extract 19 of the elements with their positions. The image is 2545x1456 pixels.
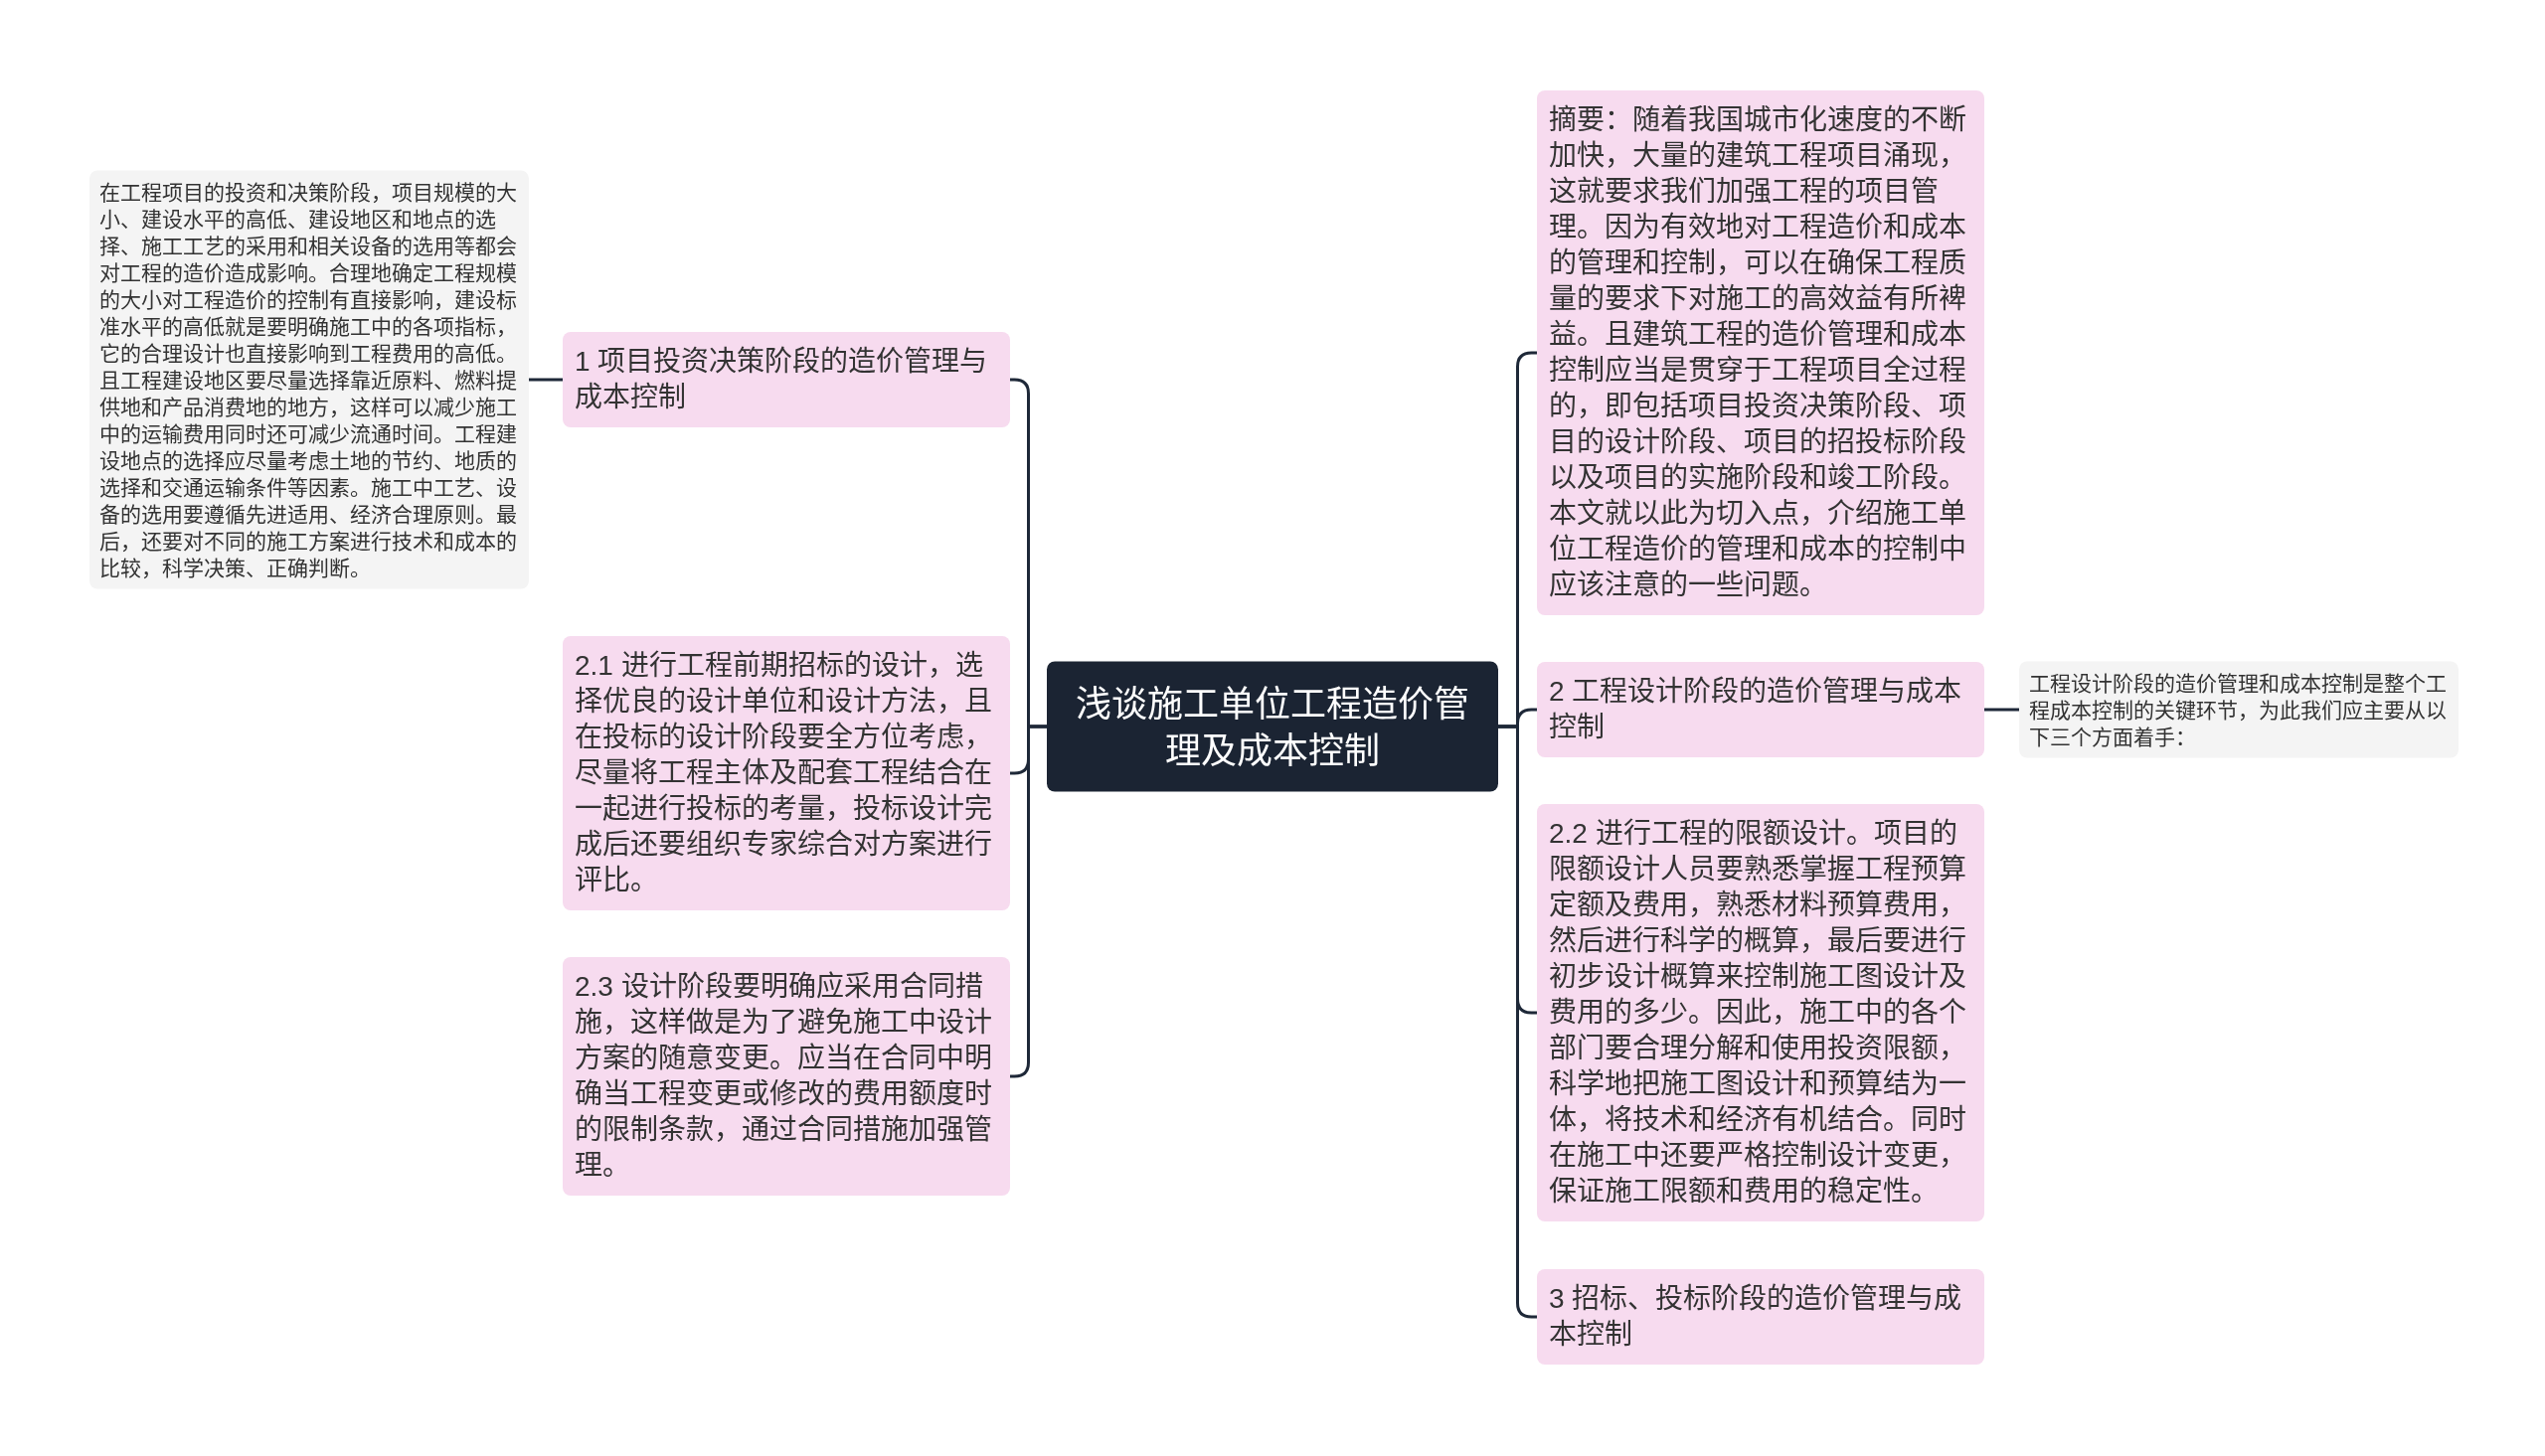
note-text: 在工程项目的投资和决策阶段，项目规模的大小、建设水平的高低、建设地区和地点的选择、施工工艺的采用和相关设备的选用等都会对工程的造价造成影响。合理地确定工程规模的大小对工程造价的控制有直接影响，建设标准水平的高低就是要明确施工中的各项指标，它的合理设计也直接影响到工程费用的高低。且工程建设地区要尽量选择靠近原料、燃料提供地和产品消费地的地方，这样可以减少施工中的运输费用同时还可减少流通时间。工程建设地点的选择应尽量考虑土地的节约、地质的选择和交通运输条件等因素。施工中工艺、设备的选用要遵循先进适用、经济合理原则。最后，还要对不同的施工方案进行技术和成本的比较，科学决策、正确判断。 bbox=[99, 179, 518, 581]
connector-line bbox=[529, 378, 563, 382]
connector-line bbox=[1984, 708, 2019, 712]
topic-text: 3 招标、投标阶段的造价管理与成本控制 bbox=[1549, 1282, 1963, 1352]
topic-text: 2.1 进行工程前期招标的设计，选择优良的设计单位和设计方法，且在投标的设计阶段要全方位考虑，尽量将工程主体及配套工程结合在一起进行投标的考量，投标设计完成后还要组织专家综合对方案进行评比。 bbox=[575, 649, 993, 897]
topic-text: 1 项目投资决策阶段的造价管理与成本控制 bbox=[575, 345, 989, 414]
topic-text: 2.2 进行工程的限额设计。项目的限额设计人员要熟悉掌握工程预算定额及费用，熟悉材料预算费用，然后进行科学的概算，最后要进行初步设计概算来控制施工图设计及费用的多少。因此，施工中的各个部门要合理分解和使用投资限额，科学地把施工图设计和预算结为一体，将技术和经济有机结合。同时在施工中还要严格控制设计变更，保证施工限额和费用的稳定性。 bbox=[1549, 817, 1967, 1209]
topic-text: 2.3 设计阶段要明确应采用合同措施，这样做是为了避免施工中设计方案的随意变更。应当在合同中明确当工程变更或修改的费用额度时的限制条款，通过合同措施加强管理。 bbox=[575, 970, 993, 1183]
topic-text: 2 工程设计阶段的造价管理与成本控制 bbox=[1549, 675, 1963, 744]
topic-text: 摘要：随着我国城市化速度的不断加快，大量的建筑工程项目涌现，这就要求我们加强工程的项目管理。因为有效地对工程造价和成本的管理和控制，可以在确保工程质量的要求下对施工的高效益有所裨益。且建筑工程的造价管理和成本控制应当是贯穿于工程项目全过程的，即包括项目投资决策阶段、项目的设计阶段、项目的招投标阶段以及项目的实施阶段和竣工阶段。本文就以此为切入点，介绍施工单位工程造价的管理和成本的控制中应该注意的一些问题。 bbox=[1549, 103, 1967, 602]
topic-card bbox=[563, 332, 1010, 427]
topic-card bbox=[563, 957, 1010, 1196]
central-topic-text: 浅谈施工单位工程造价管理及成本控制 bbox=[1075, 682, 1470, 772]
note-text: 工程设计阶段的造价管理和成本控制是整个工程成本控制的关键环节，为此我们应主要从以下三个方面着手： bbox=[2029, 670, 2448, 750]
central-topic-card bbox=[1047, 661, 1498, 792]
topic-card bbox=[563, 636, 1010, 910]
topic-card bbox=[1537, 662, 1984, 757]
note-card bbox=[2019, 661, 2459, 758]
topic-card bbox=[1537, 1269, 1984, 1365]
